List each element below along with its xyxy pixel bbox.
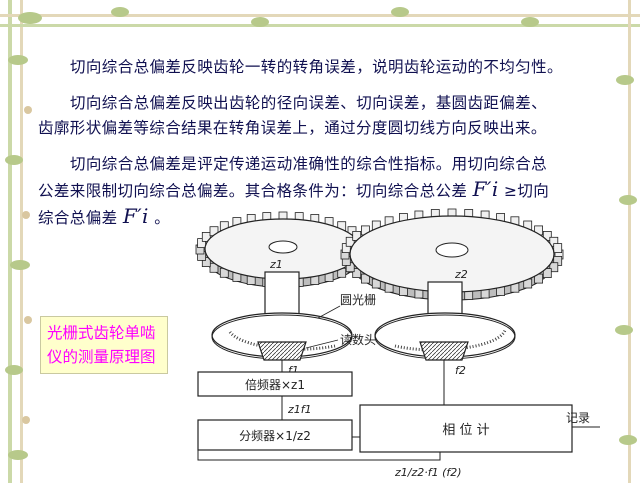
gear-2-label: z2 — [454, 268, 468, 281]
gear-tooth — [345, 236, 355, 247]
paragraph-1-text: 切向综合总偏差反映齿轮一转的转角误差，说明齿轮运动的不均匀性。 — [70, 58, 563, 76]
paragraph-3: 切向综合总偏差是评定传递运动准确性的综合性指标。用切向综合总 公差来限制切向综合… — [38, 152, 628, 231]
decorative-vine-left — [5, 0, 32, 483]
gear-tooth — [201, 257, 211, 267]
divider-box: 分频器×1/z2 — [197, 419, 353, 451]
decorative-vine-right — [615, 0, 637, 483]
paragraph-3-line-2-text: 公差来限制切向综合总偏差。其合格条件为：切向综合总公差 — [38, 182, 468, 200]
reading-head-label: 读数头 — [340, 332, 376, 347]
feedback-label: z1/z2·f1 (f2) — [394, 466, 462, 479]
gear-1 — [195, 211, 371, 288]
divider-box-label: 分频器×1/z2 — [239, 429, 311, 443]
grating-label: 圆光栅 — [340, 292, 376, 307]
paragraph-3-line-3-text: 综合总偏差 — [38, 209, 118, 227]
decorative-vine-top — [0, 7, 640, 27]
record-label: 记录 — [566, 411, 590, 425]
caption-line-2: 仪的测量原理图 — [47, 348, 156, 366]
multiplier-box: 倍频器×z1 — [197, 371, 353, 397]
gear-tooth — [549, 262, 559, 273]
gear-tooth — [197, 238, 206, 249]
deviation-symbol: F′i — [122, 204, 149, 228]
gear-1-label: z1 — [269, 258, 283, 271]
grating-leader — [317, 305, 341, 319]
paragraph-3-line-3: 综合总偏差 F′i 。 — [38, 204, 628, 231]
paragraph-3-line-3-tail: 。 — [154, 209, 171, 227]
multiplier-box-label: 倍频器×z1 — [245, 377, 305, 392]
gear-tooth — [201, 231, 211, 242]
paragraph-3-line-1: 切向综合总偏差是评定传递运动准确性的综合性指标。用切向综合总 — [70, 155, 548, 173]
paragraph-1: 切向综合总偏差反映齿轮一转的转角误差，说明齿轮运动的不均匀性。 — [38, 55, 628, 80]
grating-disc-2 — [374, 312, 516, 360]
reading-head-leader — [305, 339, 339, 349]
f2-label: f2 — [455, 364, 466, 377]
phase-meter-label: 相 位 计 — [442, 423, 489, 438]
paragraph-2-line-1: 切向综合总偏差反映出齿轮的径向误差、切向误差，基圆齿距偏差、 — [70, 94, 548, 112]
paragraph-3-line-2-tail: ≥切向 — [503, 182, 550, 200]
z1f1-label: z1f1 — [287, 403, 312, 416]
tolerance-symbol: F′i — [472, 177, 499, 201]
caption-line-1: 光栅式齿轮单啮 — [47, 324, 156, 342]
paragraph-3-line-2: 公差来限制切向综合总偏差。其合格条件为：切向综合总公差 F′i ≥切向 — [38, 177, 628, 204]
gear-tooth — [553, 243, 563, 254]
reading-head-2 — [419, 341, 469, 361]
phase-meter-box: 相 位 计 — [359, 404, 573, 453]
f1-label: f1 — [288, 364, 299, 377]
reading-head-1 — [257, 341, 307, 361]
figure-caption: 光栅式齿轮单啮 仪的测量原理图 — [40, 316, 168, 374]
paragraph-2-line-2: 齿廓形状偏差等综合结果在转角误差上，通过分度圆切线方向反映出来。 — [38, 119, 547, 137]
paragraph-2: 切向综合总偏差反映出齿轮的径向误差、切向误差，基圆齿距偏差、 齿廓形状偏差等综合… — [38, 91, 628, 141]
